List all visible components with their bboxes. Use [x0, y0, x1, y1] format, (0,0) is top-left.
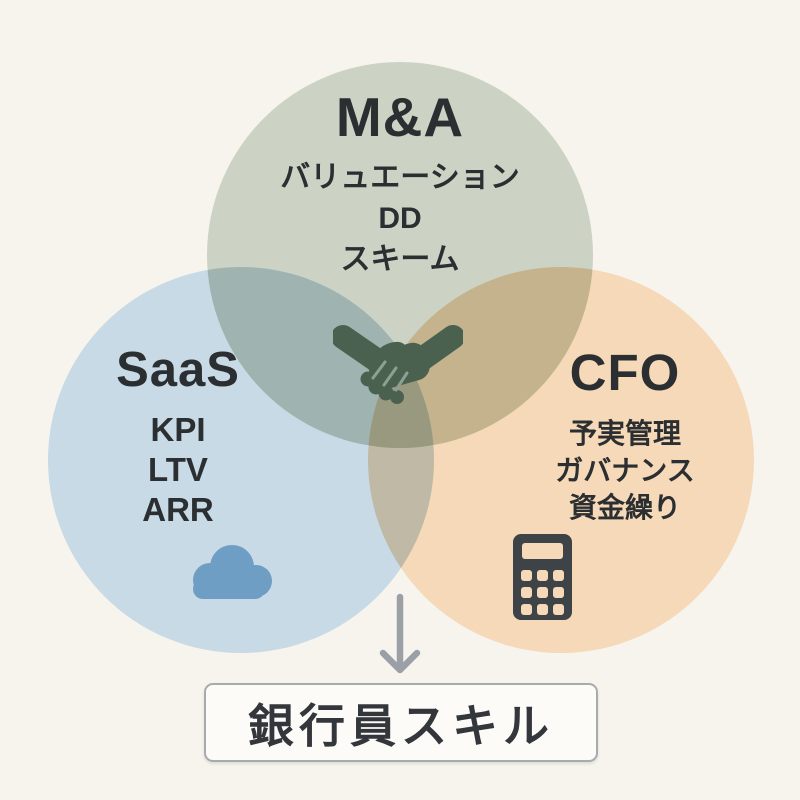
result-box: 銀行員スキル [204, 683, 598, 762]
cfo-title: CFO [569, 344, 681, 401]
saas-title: SaaS [116, 343, 240, 397]
cfo-item: ガバナンス [555, 454, 695, 486]
ma-item: スキーム [340, 243, 460, 277]
cfo-item: 予実管理 [568, 417, 681, 449]
ma-title: M&A [335, 86, 465, 148]
saas-item: ARR [142, 491, 214, 529]
cfo-text-block: CFO 予実管理 ガバナンス 資金繰り [475, 344, 775, 526]
calculator-icon [513, 534, 572, 620]
ma-item: バリュエーション [280, 161, 520, 195]
saas-text-block: SaaS KPI LTV ARR [28, 342, 328, 530]
cloud-icon [193, 545, 272, 599]
saas-item: KPI [150, 411, 206, 449]
ma-item: DD [378, 202, 422, 236]
down-arrow-icon [379, 593, 421, 674]
cfo-item: 資金繰り [568, 491, 681, 523]
handshake-icon [333, 325, 463, 404]
saas-item: LTV [148, 451, 208, 489]
result-label: 銀行員スキル [248, 699, 554, 752]
ma-text-block: M&A バリュエーション DD スキーム [200, 86, 600, 280]
